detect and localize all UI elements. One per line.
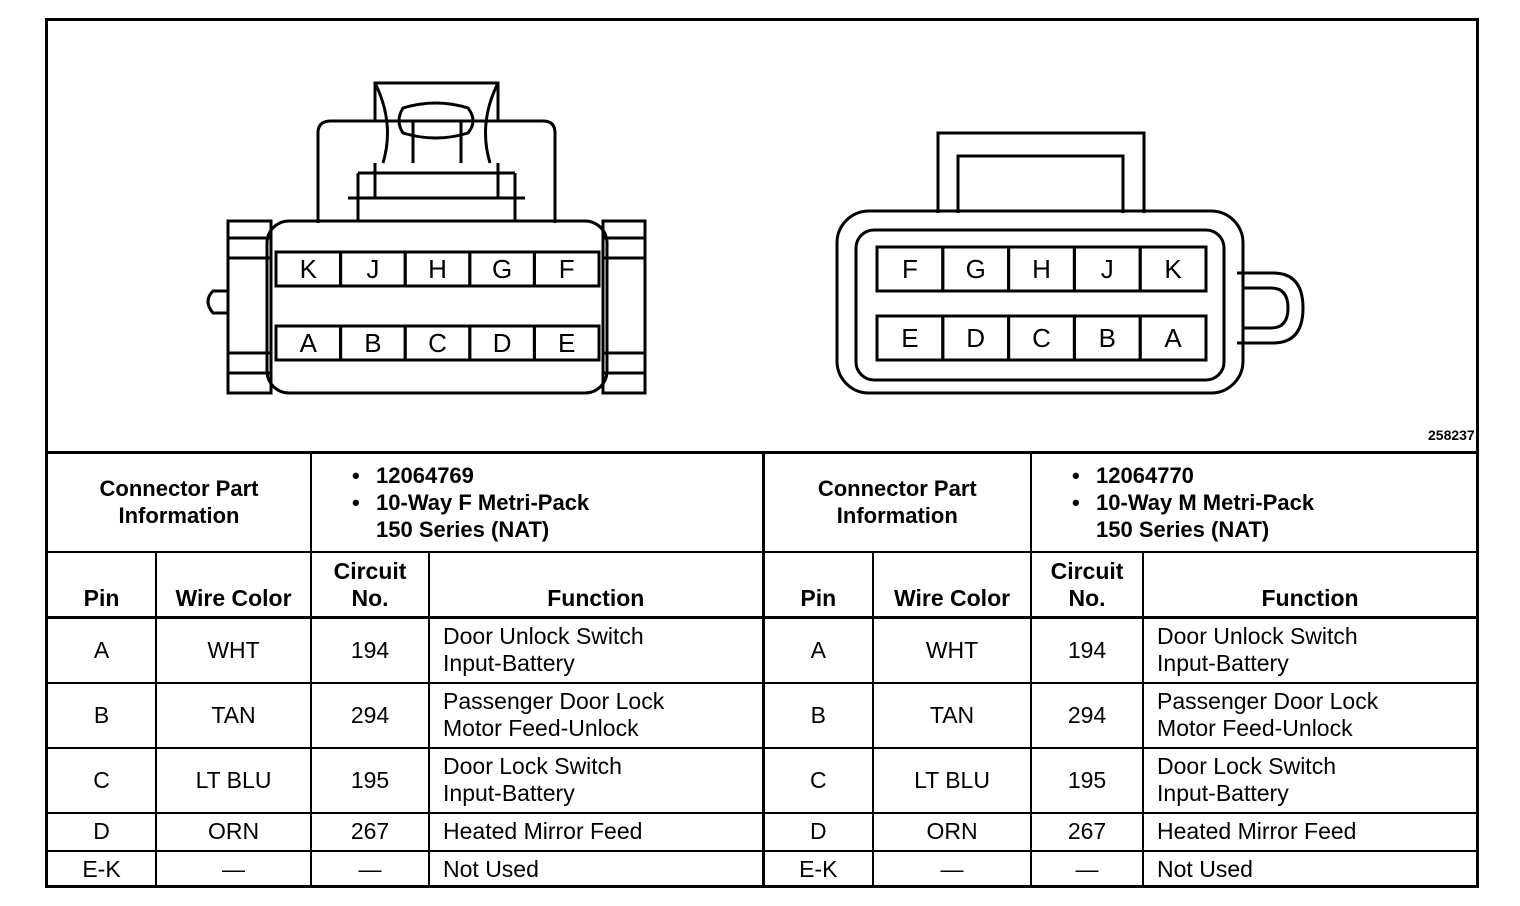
circuit-cell: 194	[310, 616, 431, 684]
left-part-info-label: Connector Part Information	[48, 451, 313, 553]
pin-cell: A	[48, 616, 157, 684]
circuit-cell: 195	[1030, 746, 1145, 814]
circuit-cell: 294	[310, 681, 431, 749]
left-connector-pin-label: J	[366, 254, 379, 284]
wire-color-cell: ORN	[154, 811, 313, 852]
left-connector-pin-label: H	[428, 254, 447, 284]
wire-color-cell: WHT	[154, 616, 313, 684]
right-part-number: 12064770	[1072, 462, 1468, 489]
right-part-info-label: Connector Part Information	[761, 451, 1033, 553]
right-connector-pin-label: K	[1164, 254, 1182, 284]
right-connector-pin-label: C	[1032, 323, 1051, 353]
connector-diagram: K J H G F A B C D E F G H J K E D C B A	[206, 81, 1305, 395]
figure-id: 258237	[1428, 427, 1475, 443]
left-connector-pin-label: B	[364, 328, 381, 358]
wire-color-cell: ORN	[872, 811, 1033, 852]
pin-cell: A	[761, 616, 875, 684]
pin-cell: B	[761, 681, 875, 749]
circuit-cell: —	[310, 849, 431, 887]
right-description-1: 10-Way M Metri-Pack	[1072, 489, 1468, 516]
left-connector-drawing	[206, 81, 647, 395]
left-connector-pin-label: A	[300, 328, 318, 358]
header-function: Function	[428, 550, 765, 618]
right-connector-pin-label: J	[1101, 254, 1114, 284]
pin-cell: D	[761, 811, 875, 852]
circuit-cell: —	[1030, 849, 1145, 887]
right-connector-pin-label: E	[901, 323, 918, 353]
left-description-1: 10-Way F Metri-Pack	[352, 489, 754, 516]
left-connector-pin-label: G	[492, 254, 512, 284]
right-connector-cavity	[1138, 314, 1208, 362]
right-connector-pin-label: G	[966, 254, 986, 284]
wire-color-cell: —	[872, 849, 1033, 887]
circuit-cell: 194	[1030, 616, 1145, 684]
right-connector-cavity	[1138, 245, 1208, 293]
function-cell: Heated Mirror Feed	[1142, 811, 1477, 852]
function-cell: Not Used	[1142, 849, 1477, 887]
left-part-info: 12064769 10-Way F Metri-Pack 150 Series …	[310, 451, 765, 553]
pin-cell: C	[48, 746, 157, 814]
header-pin: Pin	[761, 550, 875, 618]
wire-color-cell: TAN	[154, 681, 313, 749]
right-part-info: 12064770 10-Way M Metri-Pack 150 Series …	[1030, 451, 1477, 553]
pin-cell: E-K	[761, 849, 875, 887]
left-connector-pin-label: K	[300, 254, 318, 284]
right-connector-pin-label: H	[1032, 254, 1051, 284]
wire-color-cell: TAN	[872, 681, 1033, 749]
pin-cell: E-K	[48, 849, 157, 887]
left-connector-cavity	[532, 250, 601, 288]
pin-cell: B	[48, 681, 157, 749]
wire-color-cell: —	[154, 849, 313, 887]
left-connector-pin-label: F	[559, 254, 575, 284]
pin-cell: C	[761, 746, 875, 814]
right-connector-pin-label: B	[1099, 323, 1116, 353]
header-wire-color: Wire Color	[154, 550, 313, 618]
header-function: Function	[1142, 550, 1477, 618]
left-connector-pin-label: C	[428, 328, 447, 358]
function-cell: Heated Mirror Feed	[428, 811, 765, 852]
right-description-2: 150 Series (NAT)	[1096, 516, 1270, 542]
function-cell: Not Used	[428, 849, 765, 887]
right-connector-pin-label: A	[1164, 323, 1182, 353]
circuit-cell: 195	[310, 746, 431, 814]
wire-color-cell: LT BLU	[154, 746, 313, 814]
header-pin: Pin	[48, 550, 157, 618]
left-connector-pin-label: D	[493, 328, 512, 358]
pinout-table: Connector Part Information 12064769 10-W…	[48, 451, 1477, 887]
wire-color-cell: WHT	[872, 616, 1033, 684]
circuit-cell: 294	[1030, 681, 1145, 749]
left-connector-cavity	[532, 324, 601, 362]
right-connector-pin-label: D	[966, 323, 985, 353]
left-connector-pin-label: E	[558, 328, 575, 358]
circuit-cell: 267	[1030, 811, 1145, 852]
header-wire-color: Wire Color	[872, 550, 1033, 618]
right-connector-pin-label: F	[902, 254, 918, 284]
left-part-number: 12064769	[352, 462, 754, 489]
pin-cell: D	[48, 811, 157, 852]
left-description-2: 150 Series (NAT)	[376, 516, 550, 542]
wire-color-cell: LT BLU	[872, 746, 1033, 814]
part-info-row: Connector Part Information 12064769 10-W…	[48, 451, 1477, 553]
circuit-cell: 267	[310, 811, 431, 852]
